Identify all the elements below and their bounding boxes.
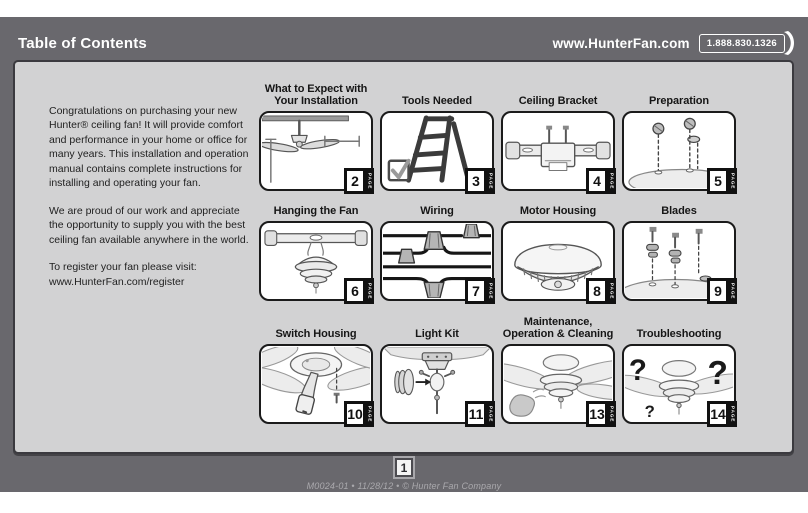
toc-item-title: Hanging the Fan [273, 205, 359, 218]
toc-grid: What to Expect with Your Installation [259, 80, 739, 427]
footer-page-number: 1 [393, 456, 415, 479]
content-panel: Congratulations on purchasing your new H… [13, 60, 794, 454]
toc-item-wiring: Wiring [380, 205, 495, 304]
page-badge: 6 PAGE [344, 278, 374, 304]
toc-thumb: 4 PAGE [501, 111, 616, 194]
toc-row-2: Hanging the Fan [259, 205, 739, 304]
ceiling-bracket-illustration [505, 125, 611, 171]
intro-paragraph-register: To register your fan please visit: www.H… [49, 261, 197, 288]
toc-item-title: Tools Needed [401, 95, 473, 108]
page-badge: 10 PAGE [344, 401, 374, 427]
toc-row-3: Switch Housing [259, 315, 739, 427]
question-mark-icon: ? [707, 355, 727, 392]
toc-item-title: Motor Housing [519, 205, 597, 218]
header-right: www.HunterFan.com 1.888.830.1326 [553, 31, 796, 55]
question-mark-icon: ? [645, 402, 655, 421]
intro-text: Congratulations on purchasing your new H… [49, 104, 257, 302]
toc-thumb: 11 PAGE [380, 344, 495, 427]
toc-item-title: Troubleshooting [636, 328, 722, 341]
toc-thumb: 9 PAGE [622, 221, 737, 304]
toc-item-title: Blades [661, 205, 697, 218]
preparation-illustration [628, 117, 733, 188]
toc-item-hanging-the-fan: Hanging the Fan [259, 205, 374, 304]
toc-thumb: 13 PAGE [501, 344, 616, 427]
page-badge: 9 PAGE [707, 278, 737, 304]
page-badge: 4 PAGE [586, 168, 616, 194]
toc-item-troubleshooting: Troubleshooting ? [622, 315, 737, 427]
intro-paragraph-1: Congratulations on purchasing your new H… [49, 105, 249, 190]
maintenance-cleaning-illustration [504, 354, 612, 417]
page-badge: 2 PAGE [344, 168, 374, 194]
toc-thumb: 7 PAGE [380, 221, 495, 304]
page-title: Table of Contents [18, 35, 147, 52]
toc-item-title: Wiring [420, 205, 454, 218]
page-badge: 8 PAGE [586, 278, 616, 304]
page-badge: 3 PAGE [465, 168, 495, 194]
wiring-illustration [383, 224, 491, 298]
page-badge: 5 PAGE [707, 168, 737, 194]
toc-item-what-to-expect: What to Expect with Your Installation [259, 80, 374, 194]
intro-paragraph-2: We are proud of our work and appreciate … [49, 204, 249, 246]
ladder-checkbox-illustration [387, 115, 470, 183]
toc-thumb: 8 PAGE [501, 221, 616, 304]
phone-number-box: 1.888.830.1326 [698, 31, 796, 55]
toc-item-title: Switch Housing [275, 328, 357, 341]
toc-thumb: 10 PAGE [259, 344, 374, 427]
page-badge: 7 PAGE [465, 278, 495, 304]
phone-handset-icon [784, 31, 794, 55]
toc-thumb: 3 PAGE [380, 111, 495, 194]
toc-item-preparation: Preparation [622, 80, 737, 194]
toc-item-title: Light Kit [415, 328, 459, 341]
toc-item-switch-housing: Switch Housing [259, 315, 374, 427]
toc-item-tools-needed: Tools Needed [380, 80, 495, 194]
toc-thumb: ? ? ? 14 PAGE [622, 344, 737, 427]
question-mark-icon: ? [629, 354, 647, 387]
page-background: Table of Contents www.HunterFan.com 1.88… [0, 17, 808, 492]
page-badge: 14 PAGE [707, 401, 737, 427]
toc-row-1: What to Expect with Your Installation [259, 80, 739, 194]
footer-info: M0024-01 • 11/28/12 • © Hunter Fan Compa… [306, 481, 502, 491]
toc-item-blades: Blades [622, 205, 737, 304]
toc-thumb: 6 PAGE [259, 221, 374, 304]
toc-item-maintenance: Maintenance, Operation & Cleaning [501, 315, 616, 427]
toc-item-title: What to Expect with Your Installation [264, 83, 368, 108]
hanging-fan-illustration [264, 230, 368, 294]
phone-number: 1.888.830.1326 [698, 33, 785, 53]
fan-measurement-illustration [262, 115, 360, 183]
toc-item-light-kit: Light Kit [380, 315, 495, 427]
troubleshooting-illustration: ? ? ? [625, 354, 733, 421]
toc-item-title: Maintenance, Operation & Cleaning [502, 316, 614, 341]
toc-item-title: Preparation [648, 95, 710, 108]
page-badge: 13 PAGE [586, 401, 616, 427]
toc-item-title: Ceiling Bracket [518, 95, 598, 108]
light-kit-illustration [383, 347, 491, 415]
toc-item-ceiling-bracket: Ceiling Bracket [501, 80, 616, 194]
toc-item-motor-housing: Motor Housing [501, 205, 616, 304]
page-badge: 11 PAGE [465, 401, 495, 427]
toc-thumb: 5 PAGE [622, 111, 737, 194]
toc-thumb: 2 PAGE [259, 111, 374, 194]
website-url: www.HunterFan.com [552, 35, 690, 51]
blade-attachment-illustration [625, 226, 733, 298]
motor-housing-illustration [514, 243, 602, 291]
switch-housing-illustration [262, 347, 370, 415]
